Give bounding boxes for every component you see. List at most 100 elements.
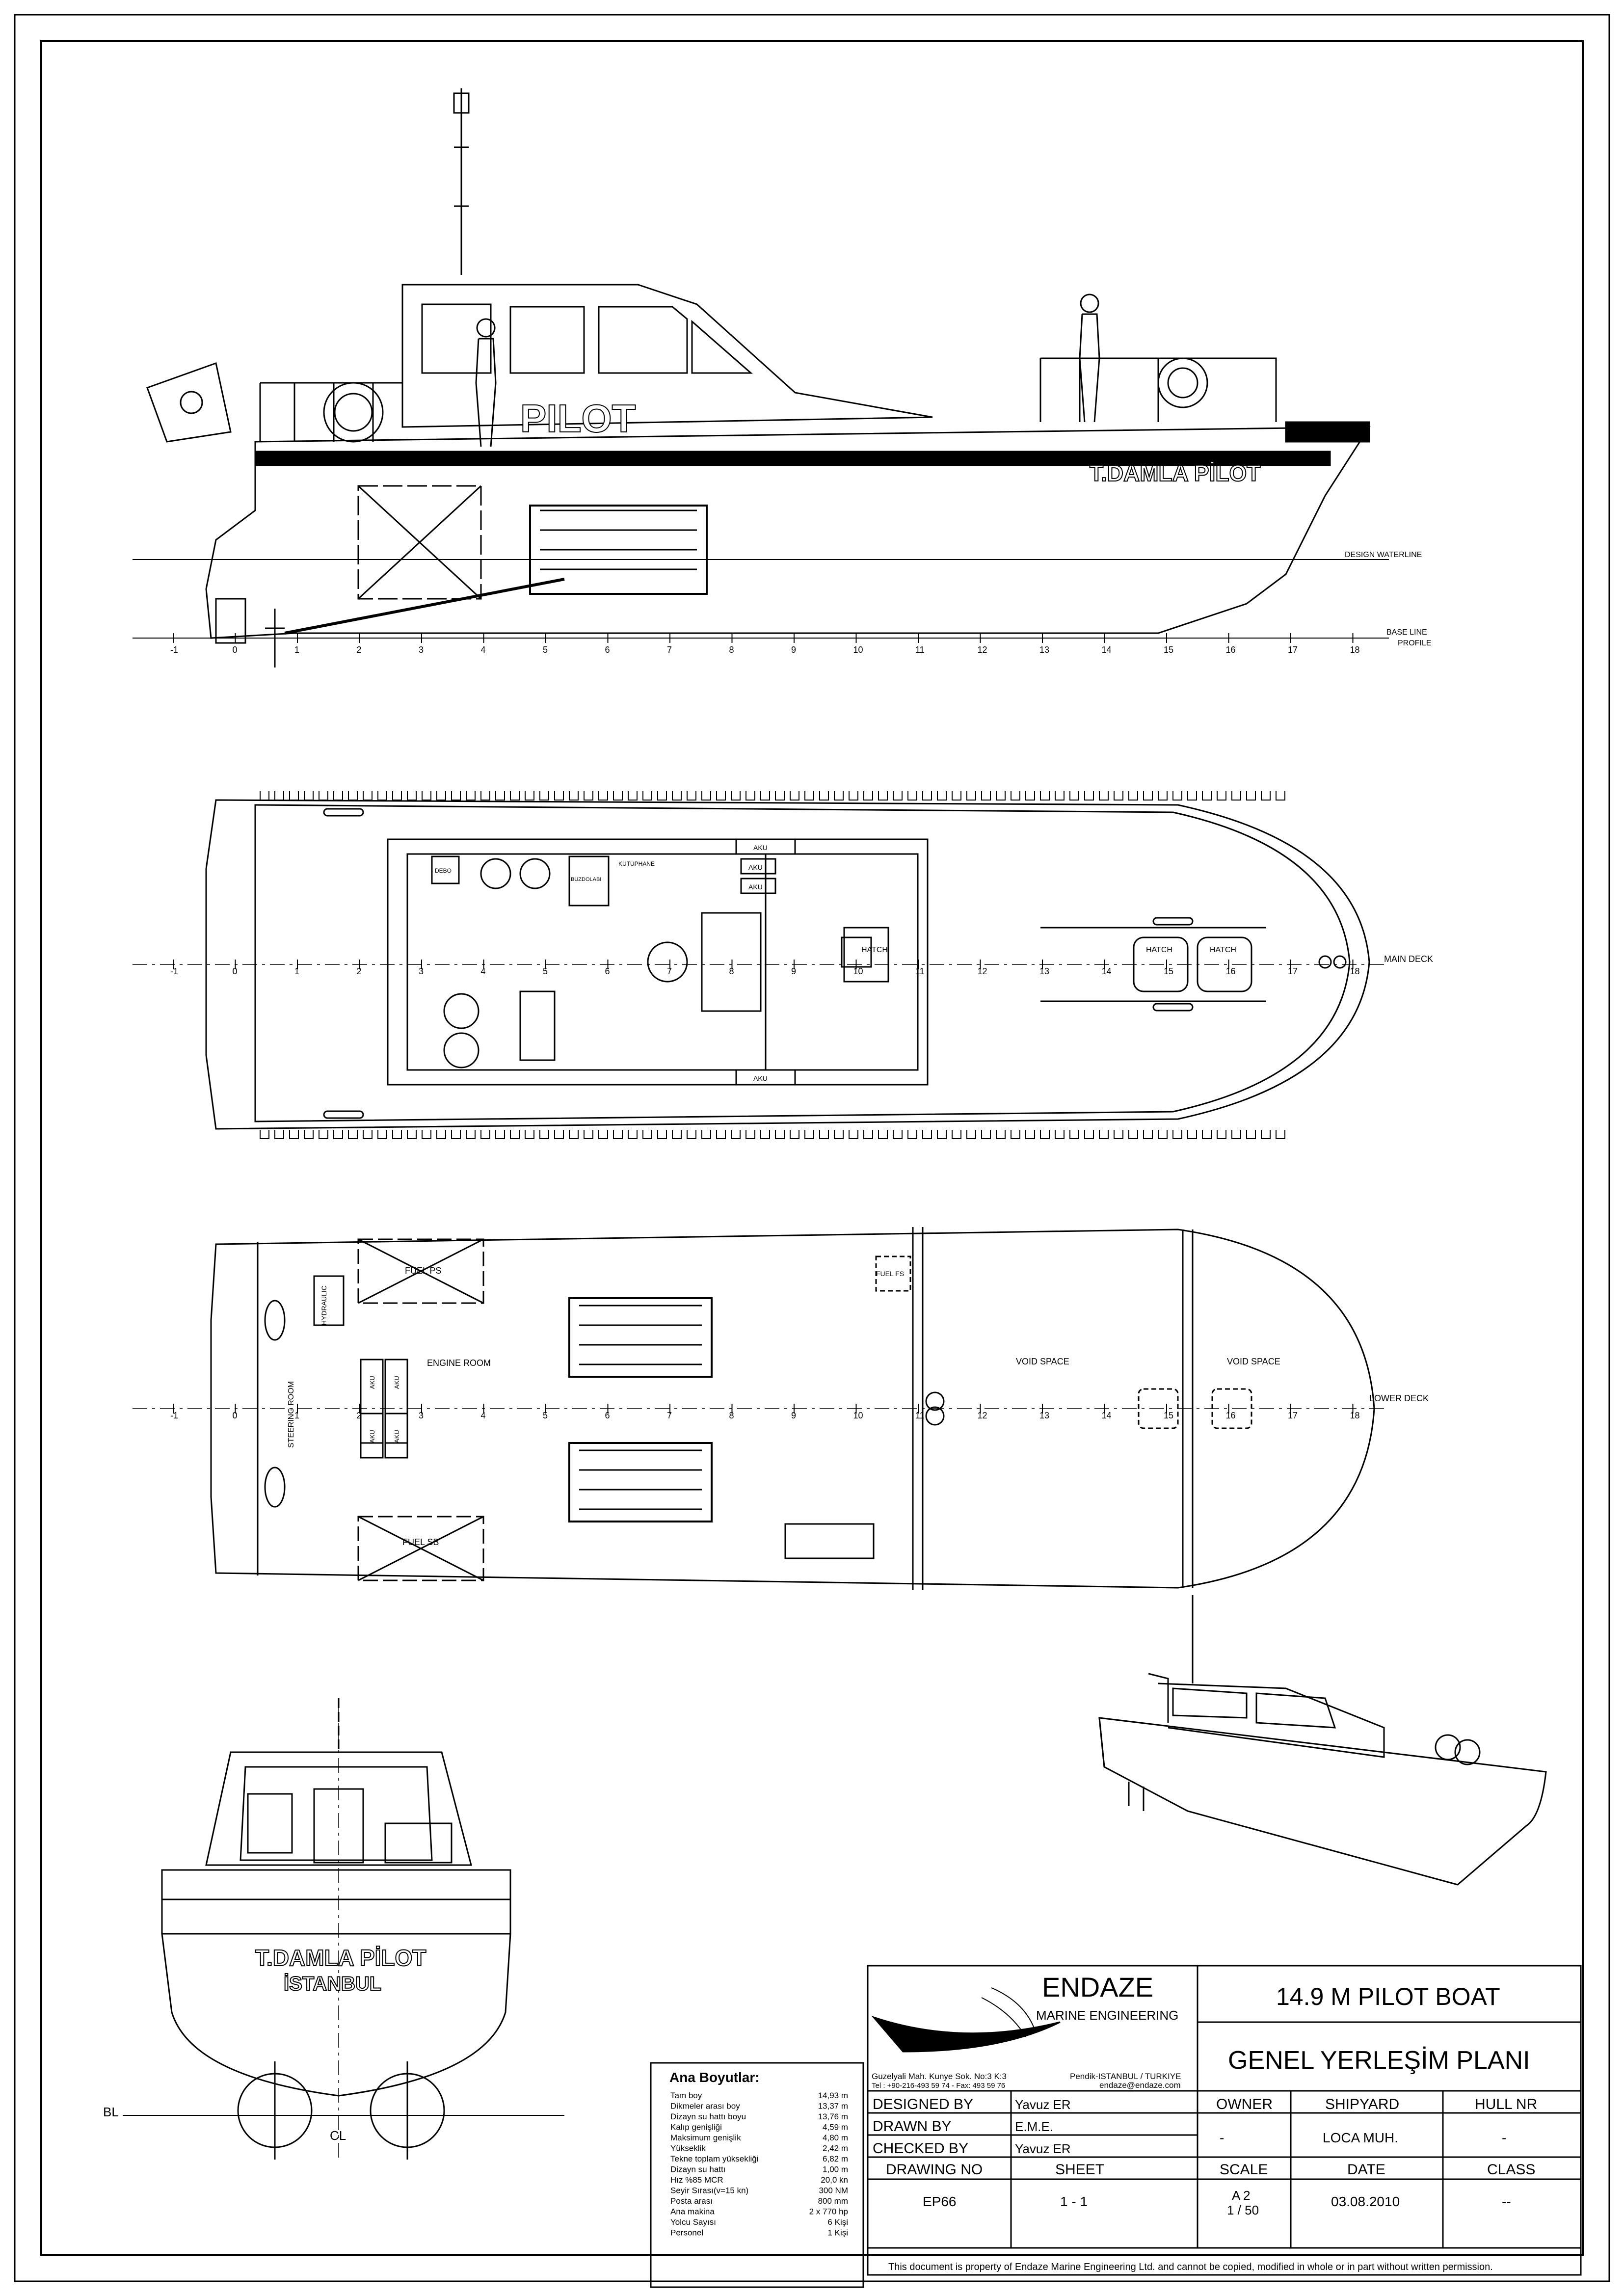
frame-number: 10 [853,1411,863,1420]
scale-label: SCALE [1220,2162,1268,2178]
iso-hull [1098,1717,1547,1886]
dimension-value: 14,93 m [818,2091,848,2100]
engine-room-label: ENGINE ROOM [427,1358,491,1368]
frame-number: 12 [978,1411,987,1420]
dimension-label: Maksimum genişlik [670,2133,741,2142]
frame-number: 0 [233,1411,238,1420]
shipyard-value: LOCA MUH. [1323,2130,1398,2145]
person-fore [1079,294,1100,423]
company-city: Pendik-ISTANBUL / TURKIYE [1070,2072,1181,2081]
frame-number: 3 [419,966,424,976]
stern-name-line1: T.DAMLA PİLOT [255,1945,426,1971]
dimension-label: Tam boy [670,2091,702,2100]
fuel-tank-sb [357,1516,484,1581]
dimension-label: Dizayn su hattı [670,2165,725,2174]
frame-number: 14 [1102,1411,1112,1420]
frame-number: 4 [481,1411,486,1420]
frame-number: 5 [543,645,548,655]
hull-nr-value: - [1502,2130,1506,2145]
stern-name-line2: İSTANBUL [284,1973,381,1995]
fuel-sb-label: FUEL SB [402,1537,439,1547]
fender-belt [254,451,1331,466]
frame-number: 3 [419,1411,424,1420]
fuel-tank-ps [357,1238,484,1304]
frame-number: 16 [1226,645,1236,655]
frame-number: 15 [1164,1411,1173,1420]
cl-label: CL [330,2128,346,2143]
frame-number: 3 [419,645,424,655]
frame-number: 11 [915,1411,925,1420]
class-value: -- [1502,2194,1511,2209]
disclaimer: This document is property of Endaze Mari… [888,2262,1493,2272]
frame-number: 8 [729,966,734,976]
frame-number: 13 [1039,966,1049,976]
hatch-label-aft: HATCH [861,946,888,954]
frame-number: 8 [729,645,734,655]
frame-number: 16 [1226,966,1236,976]
frame-number: 7 [667,966,672,976]
fore-railing [1039,357,1277,422]
lower-deck-view [133,1227,1389,1590]
drawn-by-label: DRAWN BY [873,2118,952,2135]
mast-top [453,92,470,114]
frame-number: 15 [1164,645,1173,655]
designed-by-value: Yavuz ER [1015,2097,1071,2112]
frame-number: 11 [915,966,925,976]
hydraulic-label: HYDRAULIC [320,1285,328,1325]
hatch-label-fore-2: HATCH [1210,946,1236,954]
aku-label-lower-2: AKU [393,1376,400,1389]
company-name: ENDAZE [1042,1972,1153,2002]
frame-number: 5 [543,1411,548,1420]
fuel-ps-label: FUEL PS [405,1266,441,1276]
stern-railing [161,1869,511,1935]
frame-number: 17 [1288,645,1298,655]
lifebuoy-fore [1157,357,1208,408]
lower-deck-outline [210,1228,1375,1589]
frame-number: 17 [1288,966,1298,976]
inner-border [40,40,1584,2256]
fender-ticks-bottom [260,1130,1285,1139]
frame-number: -1 [170,645,178,655]
fuel-fwd-label: FUEL FS [876,1270,904,1278]
iso-cabin [1148,1673,1385,1758]
company-logo [871,2015,1061,2053]
dimension-value: 2,42 m [823,2144,848,2153]
wheelhouse [401,284,933,428]
dimensions-box [650,2062,864,2288]
frame-number: 4 [481,966,486,976]
frame-number: 2 [357,966,362,976]
frame-number: 0 [233,645,238,655]
person-aft [475,318,497,447]
dimension-value: 20,0 kn [821,2175,848,2185]
profile-view: PILOT T.DAMLA PİLOT [133,88,1389,667]
cabin-outline [387,838,929,1086]
stern-cabin [205,1751,472,1866]
kutuphane-label: KÜTÜPHANE [618,860,655,867]
frame-number: 7 [667,645,672,655]
project-title: 14.9 M PILOT BOAT [1276,1983,1500,2010]
engine-profile [529,505,708,595]
frame-number: 18 [1350,645,1360,655]
aku-label-deck-3: AKU [748,883,763,891]
checked-by-label: CHECKED BY [873,2140,968,2157]
dimension-value: 13,76 m [818,2112,848,2121]
stern-view [123,1698,564,2160]
dimension-value: 800 mm [818,2196,848,2206]
frame-number: 18 [1350,1411,1360,1420]
frame-number: 14 [1102,645,1112,655]
lifebuoy-aft [323,382,384,443]
frame-number: 12 [978,966,987,976]
title-block [867,1965,1582,2276]
engine-ps [568,1297,713,1378]
frame-number: 12 [978,645,987,655]
main-deck-outline [205,799,1370,1130]
house-text: PILOT [520,397,636,440]
frame-number: -1 [170,966,178,976]
dimension-label: Seyir Sırası(v=15 kn) [670,2186,748,2195]
dimension-label: Tekne toplam yüksekliği [670,2154,759,2163]
dimension-label: Dikmeler arası boy [670,2102,740,2111]
owner-label: OWNER [1216,2096,1273,2112]
void-space-2-label: VOID SPACE [1227,1357,1280,1366]
